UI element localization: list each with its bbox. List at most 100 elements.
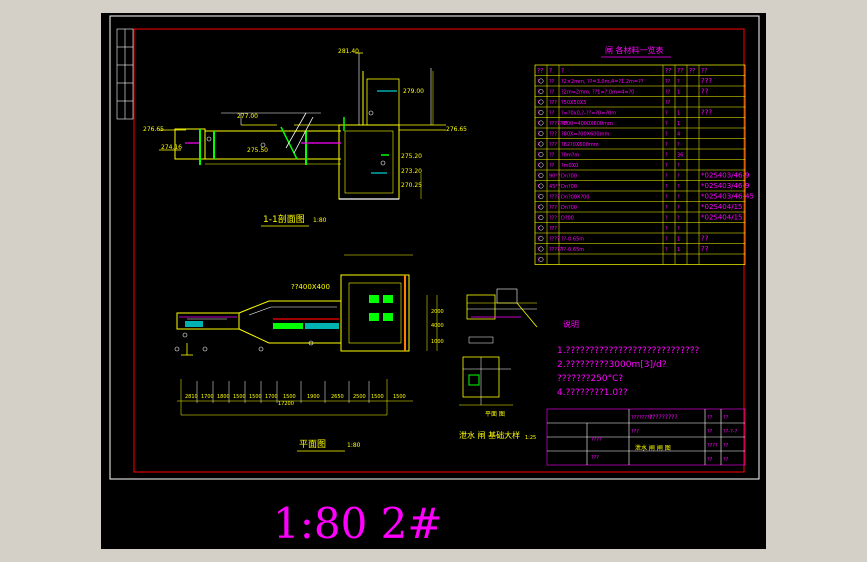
- plan-right-dim-label: 4000: [431, 323, 444, 329]
- table-cell: ?: [665, 216, 668, 222]
- table-cell: ?800=4000X600mm: [561, 121, 613, 127]
- tb-r1c3: ??: [723, 415, 729, 421]
- level-label-9: 273.20: [401, 168, 422, 175]
- table-cell: D?00: [561, 216, 574, 222]
- row-marker-icon: [538, 215, 544, 220]
- table-cell: ?: [537, 216, 540, 222]
- table-cell: ?: [537, 90, 540, 96]
- plan-dim-total: 17200: [278, 401, 294, 407]
- table-cell: ?: [665, 163, 668, 169]
- table-cell: ?: [537, 205, 540, 211]
- table-cell: ?: [665, 174, 668, 180]
- table-cell: ?: [677, 195, 680, 201]
- table-cell: ?: [537, 153, 540, 159]
- table-cell: ???: [549, 100, 557, 106]
- table-cell: *02S403/46-9: [701, 172, 749, 180]
- plan-dim-label: 2810: [185, 394, 198, 400]
- table-cell: 1: [677, 237, 680, 243]
- row-marker-icon: [538, 246, 544, 252]
- plan-dim-label: 1500: [371, 394, 384, 400]
- plan-view: [174, 254, 438, 416]
- row-marker-icon: [538, 141, 544, 147]
- tb-r1c2: ??: [707, 415, 713, 421]
- tb-r3c3: ??: [723, 443, 729, 449]
- table-cell: ?: [677, 174, 680, 180]
- table-cell: ?: [665, 111, 668, 117]
- table-cell: ???: [549, 216, 557, 222]
- plan-scale: 1:80: [347, 442, 361, 449]
- table-cell: ??: [665, 100, 671, 106]
- tb-r4c3: ??: [723, 457, 729, 463]
- table-cell: ?2×2mm, ??=3.0m,4=?1.2m=??: [561, 79, 644, 85]
- table-cell: ????: [549, 237, 560, 243]
- table-cell: ??: [665, 79, 671, 85]
- tb-r4c1: ???: [591, 455, 599, 461]
- row-marker-icon: [538, 110, 544, 115]
- plan-dim-label: 1500: [233, 394, 246, 400]
- table-cell: ?: [665, 237, 668, 243]
- table-cell: ?: [665, 226, 668, 232]
- table-cell: ?: [677, 142, 680, 148]
- tb-r3c1: ????: [591, 437, 602, 443]
- table-cell: ?: [665, 142, 668, 148]
- table-header-cell: ??: [701, 68, 707, 75]
- table-cell: ??: [665, 90, 671, 96]
- tb-r3c2: ????: [707, 443, 718, 449]
- table-cell: ?82?0X600mm: [561, 142, 599, 148]
- detail-view: [459, 288, 538, 406]
- table-cell: ?: [537, 163, 540, 169]
- tb-r2c1: ???: [631, 429, 639, 435]
- table-header-cell: ??: [537, 68, 543, 75]
- detail-title: 泄水 闸 基础大样: [459, 430, 520, 440]
- table-cell: ?: [537, 79, 540, 85]
- table-cell: *02S404/15: [701, 214, 742, 222]
- detail-scale: 1:25: [525, 435, 536, 441]
- table-cell: ???: [701, 77, 712, 85]
- table-cell: ?: [537, 100, 540, 106]
- table-title: 闸 各材料一览表: [605, 45, 664, 55]
- level-label-3: 277.00: [237, 113, 258, 120]
- table-header-cell: ??: [689, 68, 695, 75]
- level-label-6: 274.16: [161, 144, 182, 151]
- note-line-4: 4.????????1.0??: [557, 388, 628, 398]
- cad-drawing: 281.40 279.00 277.00 276.65 276.65 274.1…: [109, 15, 760, 548]
- row-marker-icon: [538, 257, 544, 262]
- table-cell: ??: [701, 235, 709, 243]
- table-cell: ????: [549, 195, 560, 201]
- level-label-1: 281.40: [338, 48, 359, 55]
- table-cell: ???: [549, 142, 557, 148]
- level-label-4: 276.65: [143, 126, 164, 133]
- table-cell: ?=?0x0,?-??=?0=?0m: [561, 111, 616, 117]
- plan-dim-label: 1500: [393, 394, 406, 400]
- level-label-7: 275.50: [247, 147, 268, 154]
- table-cell: 1: [677, 247, 680, 253]
- table-header-cell: ?: [561, 68, 564, 75]
- drawing-sheet: 281.40 279.00 277.00 276.65 276.65 274.1…: [101, 13, 766, 549]
- margin-stamp: [116, 28, 134, 120]
- title-block: [546, 408, 746, 466]
- table-cell: ?: [537, 226, 540, 232]
- section-scale: 1:80: [313, 217, 327, 224]
- plan-dim-label: 1800: [217, 394, 230, 400]
- table-cell: ??: [549, 163, 555, 169]
- table-cell: ??: [701, 88, 709, 96]
- table-cell: ??: [549, 79, 555, 85]
- table-cell: ?????: [549, 247, 563, 253]
- notes-title: 说明: [563, 319, 579, 329]
- table-cell: ?: [665, 184, 668, 190]
- row-marker-icon: [538, 194, 544, 199]
- section-view: [159, 52, 446, 200]
- plan-dim-label: 1700: [265, 394, 278, 400]
- detail-note: 平面 图: [485, 411, 505, 418]
- table-cell: ?: [665, 132, 668, 138]
- row-marker-icon: [538, 173, 544, 178]
- table-cell: ?2m=2mm, ??1=?.0m=4=?0: [561, 90, 634, 96]
- table-cell: ?: [537, 258, 540, 264]
- table-cell: ?: [677, 226, 680, 232]
- row-marker-icon: [538, 183, 544, 189]
- table-cell: ?: [677, 184, 680, 190]
- table-cell: ???: [549, 205, 557, 211]
- plan-dim-label: 1900: [307, 394, 320, 400]
- level-label-5: 276.65: [446, 126, 467, 133]
